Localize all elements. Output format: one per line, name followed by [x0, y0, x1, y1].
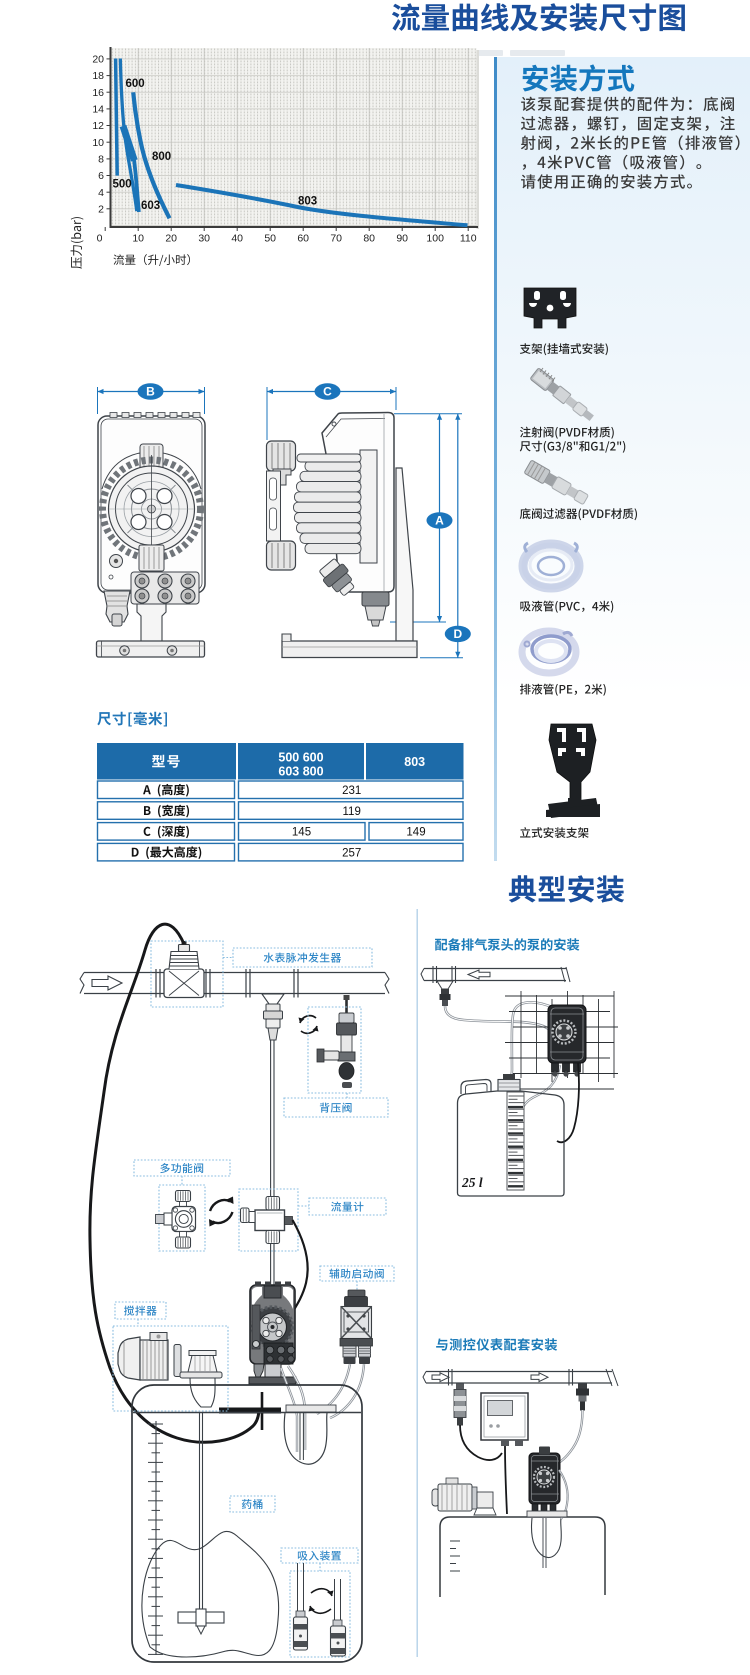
svg-text:149: 149: [406, 827, 425, 839]
svg-text:90: 90: [396, 233, 408, 245]
svg-text:12: 12: [92, 120, 104, 132]
svg-text:14: 14: [92, 103, 104, 115]
svg-text:231: 231: [342, 785, 361, 797]
svg-text:803: 803: [404, 755, 425, 769]
svg-text:C: C: [323, 385, 332, 399]
svg-text:16: 16: [92, 87, 104, 99]
svg-text:50: 50: [264, 233, 276, 245]
svg-text:500: 500: [113, 179, 132, 191]
svg-text:B: B: [146, 385, 155, 399]
svg-text:500 600: 500 600: [278, 751, 323, 765]
svg-text:10: 10: [92, 137, 104, 149]
svg-text:803: 803: [298, 196, 317, 208]
svg-text:257: 257: [342, 847, 361, 859]
svg-text:60: 60: [297, 233, 309, 245]
svg-text:A: A: [435, 514, 444, 528]
svg-text:100: 100: [426, 233, 444, 245]
svg-text:2: 2: [98, 203, 104, 215]
svg-text:8: 8: [98, 153, 104, 165]
svg-text:30: 30: [198, 233, 210, 245]
svg-text:D: D: [453, 627, 462, 641]
svg-text:119: 119: [343, 806, 361, 818]
svg-text:20: 20: [165, 233, 177, 245]
svg-text:70: 70: [330, 233, 342, 245]
svg-text:80: 80: [363, 233, 375, 245]
svg-text:20: 20: [92, 54, 104, 66]
svg-text:800: 800: [152, 151, 171, 163]
svg-text:40: 40: [231, 233, 243, 245]
svg-text:25 l: 25 l: [461, 1175, 483, 1190]
svg-text:603: 603: [141, 200, 160, 212]
svg-text:18: 18: [92, 70, 104, 82]
svg-text:603 800: 603 800: [278, 765, 323, 779]
svg-text:4: 4: [98, 187, 104, 199]
svg-text:0: 0: [97, 233, 103, 245]
svg-text:10: 10: [132, 233, 144, 245]
svg-text:600: 600: [126, 78, 145, 90]
svg-text:145: 145: [292, 827, 311, 839]
svg-text:110: 110: [460, 233, 477, 245]
svg-text:6: 6: [98, 170, 104, 182]
